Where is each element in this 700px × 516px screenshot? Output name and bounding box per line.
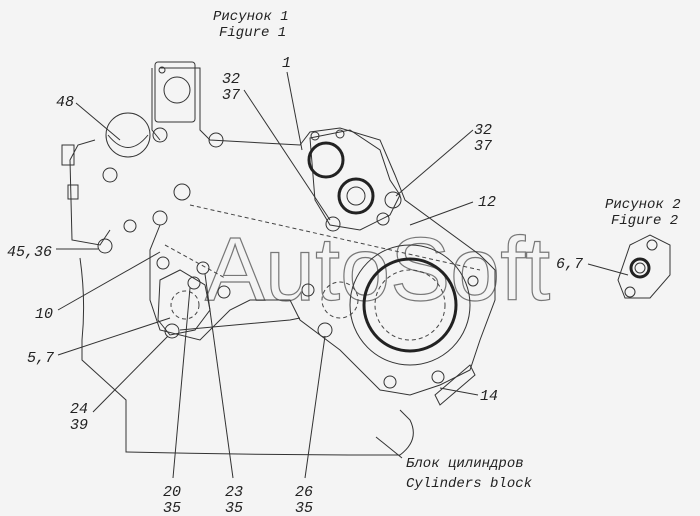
bolt-hole <box>383 375 397 389</box>
callout-37-left: 37 <box>222 87 240 104</box>
crankshaft-seal <box>362 257 458 353</box>
bolt-32 <box>384 191 402 209</box>
bolt-23 <box>196 261 210 275</box>
leader-5-7 <box>57 317 171 356</box>
leader-32-37-left <box>243 89 331 221</box>
bracket-edge <box>151 68 161 141</box>
bolt-45 <box>97 238 113 254</box>
bolt-hole <box>152 127 168 143</box>
o-ring-lower <box>337 177 375 215</box>
bolt-24 <box>164 323 180 339</box>
callout-26: 26 <box>295 484 313 501</box>
bracket-14 <box>434 364 476 406</box>
callout-6-7: 6,7 <box>556 256 583 273</box>
mount-bracket <box>154 61 196 123</box>
leader-48 <box>75 102 121 141</box>
seal-inner <box>374 269 446 341</box>
figure2-bore <box>634 262 646 274</box>
leader-1 <box>286 71 303 151</box>
leader-10 <box>57 251 161 311</box>
bolt-hole <box>123 219 137 233</box>
figure2-flange <box>617 234 671 299</box>
figure2-seal <box>629 257 651 279</box>
callout-23-35: 35 <box>225 500 243 516</box>
bolt-hole <box>217 285 231 299</box>
hidden-line <box>164 244 226 279</box>
bolt-hole <box>156 256 170 270</box>
bolt-hole <box>173 183 191 201</box>
bolt-hole <box>310 131 320 141</box>
bolt-hole <box>208 132 224 148</box>
figure2-title-ru: Рисунок 2 <box>605 197 681 213</box>
front-cover-body <box>149 67 496 396</box>
figure1-title-ru: Рисунок 1 <box>213 9 289 25</box>
leader-32-37-right <box>395 129 474 197</box>
callout-39: 39 <box>70 417 88 434</box>
pump-side <box>69 139 111 246</box>
hidden-bore <box>321 281 359 319</box>
pump-plate <box>157 269 211 336</box>
bolt-hole <box>335 129 345 139</box>
watermark: AutoSoft <box>205 220 550 320</box>
callout-20: 20 <box>163 484 181 501</box>
block-label-ru: Блок цилиндров <box>406 456 524 472</box>
thermostat-housing <box>105 112 151 158</box>
bolt-20 <box>187 276 201 290</box>
upper-flange <box>309 129 401 231</box>
bolt-hole <box>467 275 479 287</box>
bolt-hole <box>376 212 390 226</box>
small-hole <box>158 66 166 74</box>
cover-boss <box>349 244 471 366</box>
housing-arc <box>107 134 149 148</box>
mount-hole <box>163 76 191 104</box>
callout-45-36: 45,36 <box>7 244 52 261</box>
leader-6-7 <box>587 263 629 276</box>
bolt-26 <box>317 322 333 338</box>
edge-line <box>179 317 301 331</box>
figure2-title-en: Figure 2 <box>611 213 678 229</box>
leader-23-35 <box>204 273 234 479</box>
callout-5-7: 5,7 <box>27 350 54 367</box>
callout-14: 14 <box>480 388 498 405</box>
figure2-hole <box>646 239 658 251</box>
callout-32-right: 32 <box>474 122 492 139</box>
bolt-hole <box>431 370 445 384</box>
leader-14 <box>439 387 479 396</box>
leader-20-35 <box>172 287 191 479</box>
leader-block <box>375 436 403 459</box>
cylinder-block-outline <box>79 257 414 456</box>
o-ring-upper <box>307 141 345 179</box>
callout-48: 48 <box>56 94 74 111</box>
callout-10: 10 <box>35 306 53 323</box>
sensor <box>61 144 75 166</box>
callout-20-35: 35 <box>163 500 181 516</box>
callout-26-35: 35 <box>295 500 313 516</box>
callout-24: 24 <box>70 401 88 418</box>
bolt-hole <box>152 210 168 226</box>
fitting <box>67 184 79 200</box>
leader-12 <box>409 201 474 226</box>
leader-24-39 <box>92 335 169 413</box>
bolt-hole <box>301 283 315 297</box>
figure1-title-en: Figure 1 <box>219 25 286 41</box>
callout-37-right: 37 <box>474 138 492 155</box>
callout-23: 23 <box>225 484 243 501</box>
hidden-bore <box>170 290 200 320</box>
callout-32-left: 32 <box>222 71 240 88</box>
port <box>346 186 366 206</box>
leader-26-35 <box>304 335 326 479</box>
hidden-line <box>189 204 481 271</box>
block-label-en: Cylinders block <box>406 476 533 492</box>
callout-12: 12 <box>478 194 496 211</box>
bolt-32-left <box>325 216 341 232</box>
bolt-hole <box>102 167 118 183</box>
figure2-hole <box>624 286 636 298</box>
callout-1: 1 <box>282 55 291 72</box>
